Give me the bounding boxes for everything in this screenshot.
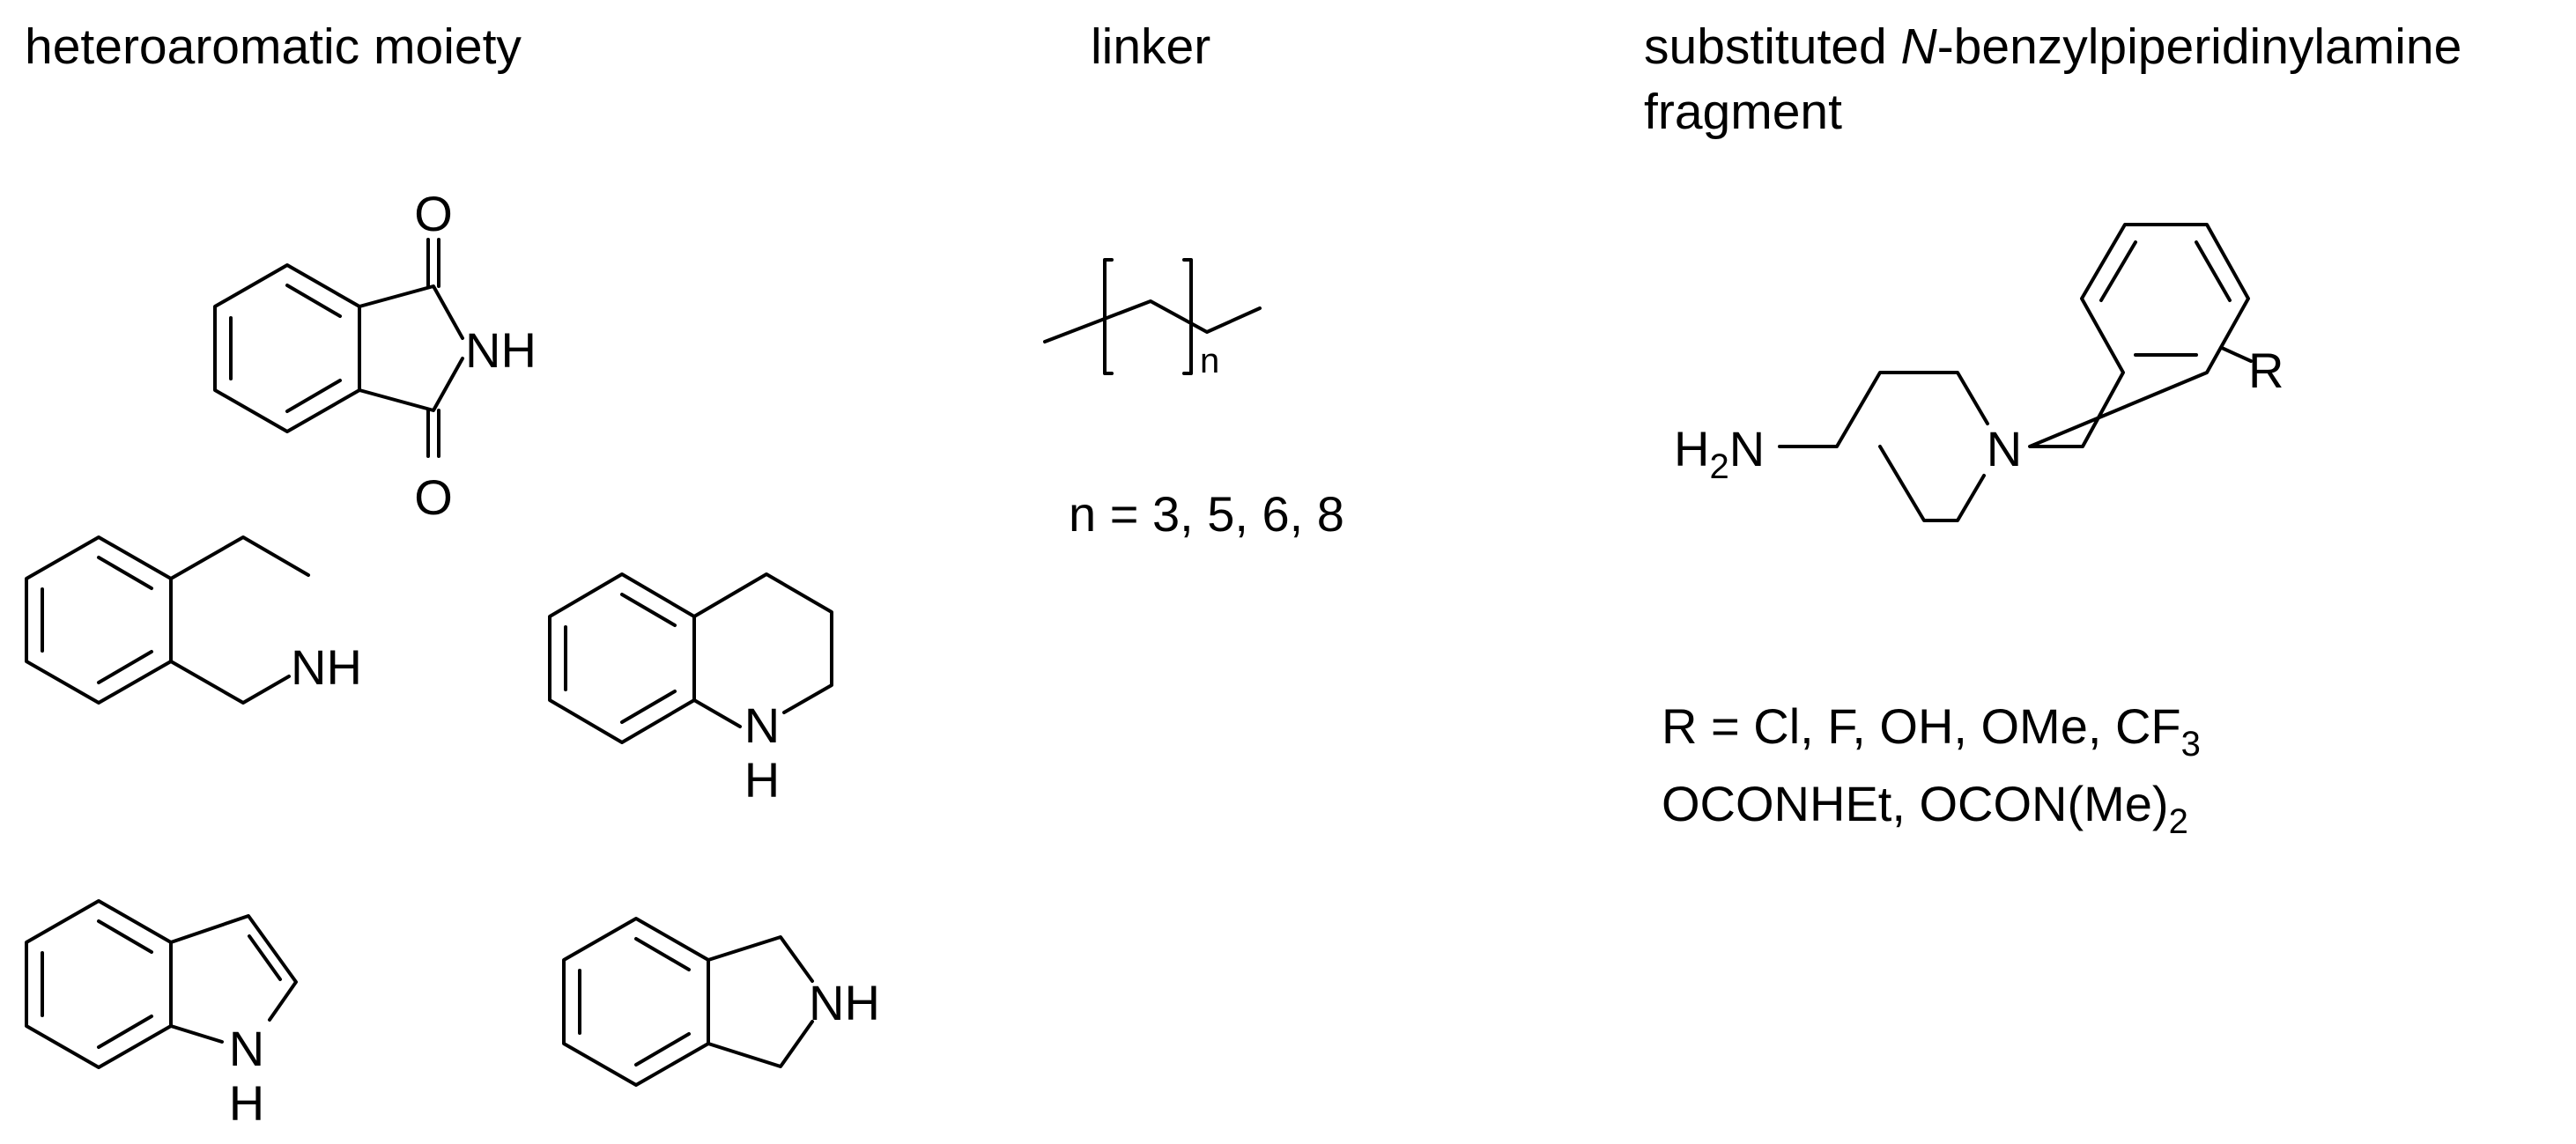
piperidine-n-label: N [1987, 421, 2022, 476]
substituent-r-label: R [2248, 343, 2284, 398]
header-heteroaromatic-moiety: heteroaromatic moiety [25, 18, 522, 75]
indole-n-label: N [229, 1021, 264, 1076]
indole-h-label: H [229, 1075, 264, 1131]
linker-structure: n [1043, 258, 1262, 380]
linker-repeat-n: n [1200, 342, 1219, 380]
phthalimide-structure: O NH O [213, 186, 537, 525]
header-fragment: substituted N-benzylpiperidinylamine [1644, 18, 2461, 75]
isoindoline-nh-label: NH [809, 975, 880, 1030]
amine-h2n-label: H2N [1674, 421, 1765, 486]
tetrahydroisoquinoline-nh-label: NH [291, 639, 362, 695]
header-fragment-line2: fragment [1644, 84, 1842, 140]
header-linker: linker [1091, 18, 1210, 75]
tetrahydroquinoline-structure: N H [548, 572, 833, 808]
phthalimide-carbonyl-o-top: O [414, 186, 453, 241]
tetrahydroquinoline-n-label: N [744, 697, 780, 753]
linker-n-values: n = 3, 5, 6, 8 [1069, 486, 1344, 542]
benzylpiperidinylamine-structure: H2N N R [1674, 223, 2284, 522]
r-substituent-list-line2: OCONHEt, OCON(Me)2 [1662, 776, 2188, 841]
r-substituent-list-line1: R = Cl, F, OH, OMe, CF3 [1662, 698, 2201, 764]
isoindoline-structure: NH [562, 917, 880, 1087]
tetrahydroquinoline-h-label: H [744, 752, 780, 808]
tetrahydroisoquinoline-structure: NH [25, 535, 362, 705]
phthalimide-carbonyl-o-bottom: O [414, 469, 453, 525]
phthalimide-nh-label: NH [465, 322, 537, 378]
indole-structure: N H [25, 899, 298, 1131]
